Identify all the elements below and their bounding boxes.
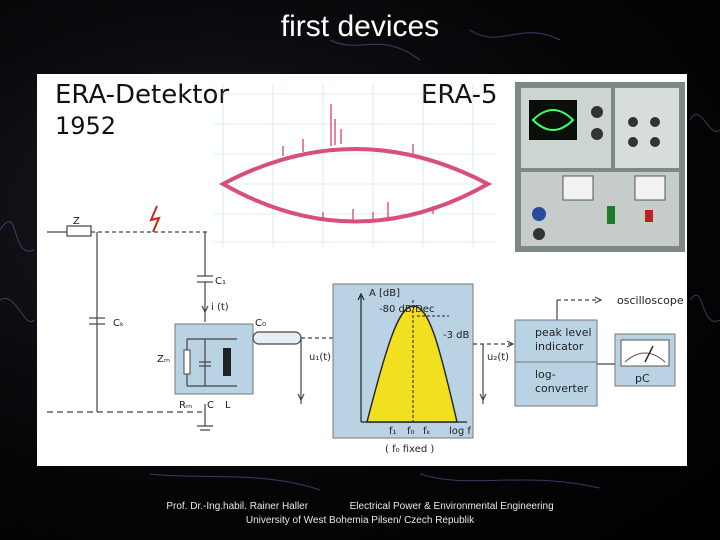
- c0-label: C₀: [255, 318, 266, 329]
- oscilloscope-label: oscilloscope: [617, 294, 684, 307]
- era5-label: ERA-5: [421, 80, 498, 110]
- u2-label: u₂(t): [487, 352, 509, 363]
- logf-label: log f: [449, 426, 471, 437]
- era5-device-photo: [515, 82, 685, 252]
- fk-label: fₖ: [423, 426, 431, 437]
- slope-label: -80 dB/Dec: [379, 304, 434, 315]
- f0-fixed-label: ( f₀ fixed ): [385, 444, 434, 455]
- oscilloscope-trace: [213, 84, 497, 246]
- c1-label: C₁: [215, 276, 226, 287]
- rm-label: Rₘ: [179, 400, 192, 411]
- zm-label: Zₘ: [157, 354, 170, 365]
- z-label: Z: [73, 216, 80, 227]
- f0-label: f₀: [407, 426, 415, 437]
- l-label: L: [225, 400, 231, 411]
- era-detektor-label: ERA-Detektor: [55, 80, 230, 110]
- pc-label: pC: [635, 372, 650, 385]
- footer-university: University of West Bohemia Pilsen/ Czech…: [245, 515, 475, 526]
- a-db-label: A [dB]: [369, 288, 400, 299]
- c-label: C: [207, 400, 214, 411]
- indicator-label: indicator: [535, 340, 584, 353]
- peak-level-label: peak level: [535, 326, 592, 339]
- slide-title: first devices: [280, 10, 440, 43]
- figure-panel: ERA-Detektor 1952 ERA-5: [37, 74, 687, 466]
- year-label: 1952: [55, 112, 117, 140]
- ck-label: Cₖ: [113, 318, 124, 329]
- u1-label: u₁(t): [309, 352, 331, 363]
- minus3db-label: -3 dB: [443, 330, 469, 341]
- log-label: log-: [535, 368, 556, 381]
- f1-label: f₁: [389, 426, 397, 437]
- slide-footer: Prof. Dr.-Ing.habil. Rainer Haller Elect…: [0, 500, 720, 528]
- era-detector-schematic: Zₘ Rₘ C L C₀ u₁(t) A [dB] -80 dB/Dec -3 …: [47, 205, 684, 455]
- converter-label: converter: [535, 382, 589, 395]
- i-t-label: i (t): [211, 302, 229, 313]
- footer-department: Electrical Power & Environmental Enginee…: [349, 501, 554, 512]
- footer-author: Prof. Dr.-Ing.habil. Rainer Haller: [166, 501, 309, 512]
